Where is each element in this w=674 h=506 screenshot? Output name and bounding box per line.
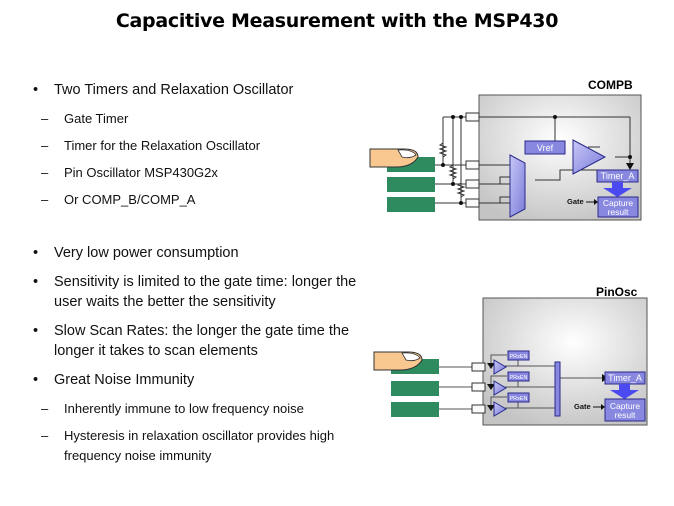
gate-label: Gate: [567, 197, 584, 206]
dash-marker: –: [41, 138, 49, 153]
feedback-arrow-icons: [487, 363, 495, 411]
bullet-text: Sensitivity is limited to the gate time:…: [54, 274, 357, 310]
bullet-item: –Hysteresis in relaxation oscillator pro…: [30, 426, 375, 466]
bullet-marker: •: [33, 82, 39, 98]
pinosc-label: PinOsc: [596, 285, 638, 299]
bullet-item: • Slow Scan Rates: the longer the gate ti…: [30, 321, 375, 361]
bullet-item: • Two Timers and Relaxation Oscillator: [30, 80, 375, 100]
bullet-text: Inherently immune to low frequency noise: [64, 401, 304, 416]
mux-block: [509, 154, 526, 218]
compb-diagram: COMPB: [369, 78, 642, 221]
dash-marker: –: [41, 111, 49, 126]
dash-marker: –: [41, 165, 49, 180]
gate-arrow-icon: [601, 404, 605, 410]
bullet-item: –Gate Timer: [30, 109, 375, 129]
vref-block: [524, 140, 566, 155]
bullet-item: –Or COMP_B/COMP_A: [30, 190, 375, 210]
dash-marker: –: [41, 428, 49, 443]
bullet-text: Two Timers and Relaxation Oscillator: [54, 82, 294, 98]
bullet-text: Or COMP_B/COMP_A: [64, 192, 196, 207]
bullet-item: • Very low power consumption: [30, 243, 375, 263]
big-arrow-icon: [603, 182, 632, 197]
bullet-marker: •: [33, 323, 39, 339]
bullet-text: Gate Timer: [64, 111, 129, 126]
bullet-item: –Inherently immune to low frequency nois…: [30, 399, 375, 419]
bullet-group-top: •Two Timers and Relaxation Oscillator–Ga…: [30, 80, 375, 210]
arrow-down-icon: [626, 163, 634, 170]
vref-label: Vref: [537, 143, 554, 153]
bullet-item: • Great Noise Immunity: [30, 370, 375, 390]
capture-label-1: Capture: [603, 198, 634, 208]
bullet-text: Pin Oscillator MSP430G2x: [64, 165, 218, 180]
slide-title: Capacitive Measurement with the MSP430: [115, 10, 559, 32]
bullet-marker: •: [33, 274, 39, 290]
dash-marker: –: [41, 192, 49, 207]
pinosc-wiring: [439, 354, 602, 410]
pin-icons: [471, 362, 486, 414]
buffer-icons: [493, 359, 507, 417]
bullet-item: • Sensitivity is limited to the gate time…: [30, 272, 375, 312]
bullet-list: •Two Timers and Relaxation Oscillator–Ga…: [30, 80, 375, 473]
capture-block: [597, 196, 639, 218]
gate-arrow-icon: [594, 199, 598, 205]
pin-icons: [465, 112, 480, 208]
dash-marker: –: [41, 401, 49, 416]
bullet-item: –Pin Oscillator MSP430G2x: [30, 163, 375, 183]
pxren-label-1: PRxEN: [509, 354, 527, 360]
capture-label-1: Capture: [610, 401, 641, 411]
bullet-item: –Timer for the Relaxation Oscillator: [30, 136, 375, 156]
bullet-text: Hysteresis in relaxation oscillator prov…: [64, 428, 335, 463]
fingernail-icon: [397, 149, 417, 159]
gate-label: Gate: [574, 402, 591, 411]
bullet-text: Timer for the Relaxation Oscillator: [64, 138, 261, 153]
compb-label: COMPB: [588, 78, 633, 92]
timer-a-label: Timer_A: [601, 171, 635, 181]
timer-a-label: Timer_A: [608, 373, 642, 383]
bullet-marker: •: [33, 372, 39, 388]
capture-label-2: result: [615, 410, 636, 420]
bullet-marker: •: [33, 245, 39, 261]
resistor-icons: [438, 142, 466, 198]
bullet-text: Slow Scan Rates: the longer the gate tim…: [54, 323, 350, 359]
capture-label-2: result: [608, 207, 629, 217]
pxren-label-3: PRxEN: [509, 396, 527, 402]
bullet-text: Very low power consumption: [54, 245, 239, 261]
bullet-text: Great Noise Immunity: [54, 372, 195, 388]
fingernail-icon: [401, 352, 421, 362]
capture-block: [604, 398, 646, 422]
pxren-label-2: PRxEN: [509, 375, 527, 381]
junction-dots: [441, 115, 632, 205]
bullet-group-bottom: • Very low power consumption • Sensitivity …: [30, 243, 375, 466]
pinosc-diagram: PinOsc PRxE: [373, 285, 648, 426]
comparator-icon: [572, 139, 607, 175]
big-arrow-icon: [610, 384, 639, 399]
mux-bar: [554, 361, 561, 417]
pxren-blocks: PRxEN PRxEN PRxEN: [507, 350, 530, 403]
